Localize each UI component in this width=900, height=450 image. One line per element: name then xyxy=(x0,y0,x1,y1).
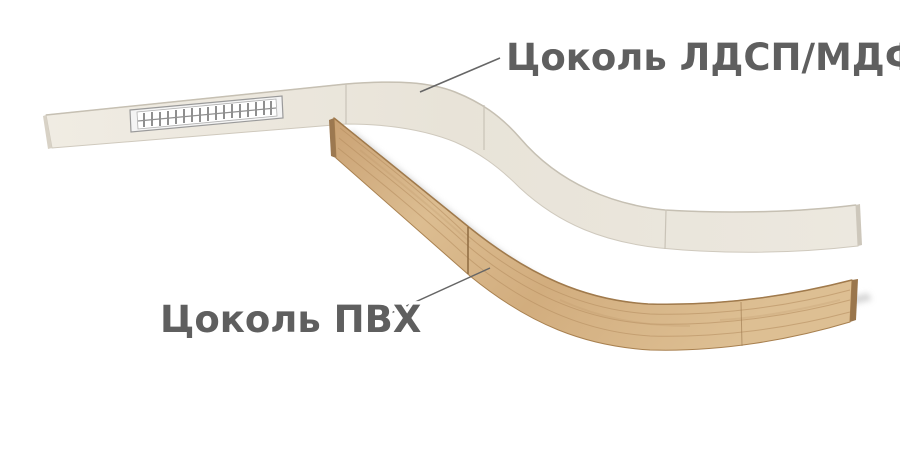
pvc-plinth-end-left xyxy=(329,118,336,158)
callout-leader-top xyxy=(419,57,501,93)
pvc-plinth xyxy=(329,116,858,351)
pvc-plinth-top-edge xyxy=(333,117,853,305)
callout-leader-bottom xyxy=(379,267,491,319)
pvc-plinth-end-right xyxy=(850,279,858,322)
label-pvc-plinth: Цоколь ПВХ xyxy=(160,298,421,341)
ldsp-mdf-plinth-top-edge xyxy=(45,81,857,213)
pvc-plinth-wood-grain xyxy=(337,127,851,337)
ldsp-mdf-plinth xyxy=(43,81,862,253)
label-ldsp-mdf-plinth: Цоколь ЛДСП/МДФ xyxy=(506,36,900,79)
ldsp-mdf-plinth-end-right xyxy=(856,204,862,246)
ldsp-mdf-plinth-joint xyxy=(664,209,667,250)
ventilation-grille xyxy=(129,95,284,133)
pvc-plinth-joint xyxy=(740,301,743,347)
ldsp-mdf-plinth-end-left xyxy=(43,115,52,149)
